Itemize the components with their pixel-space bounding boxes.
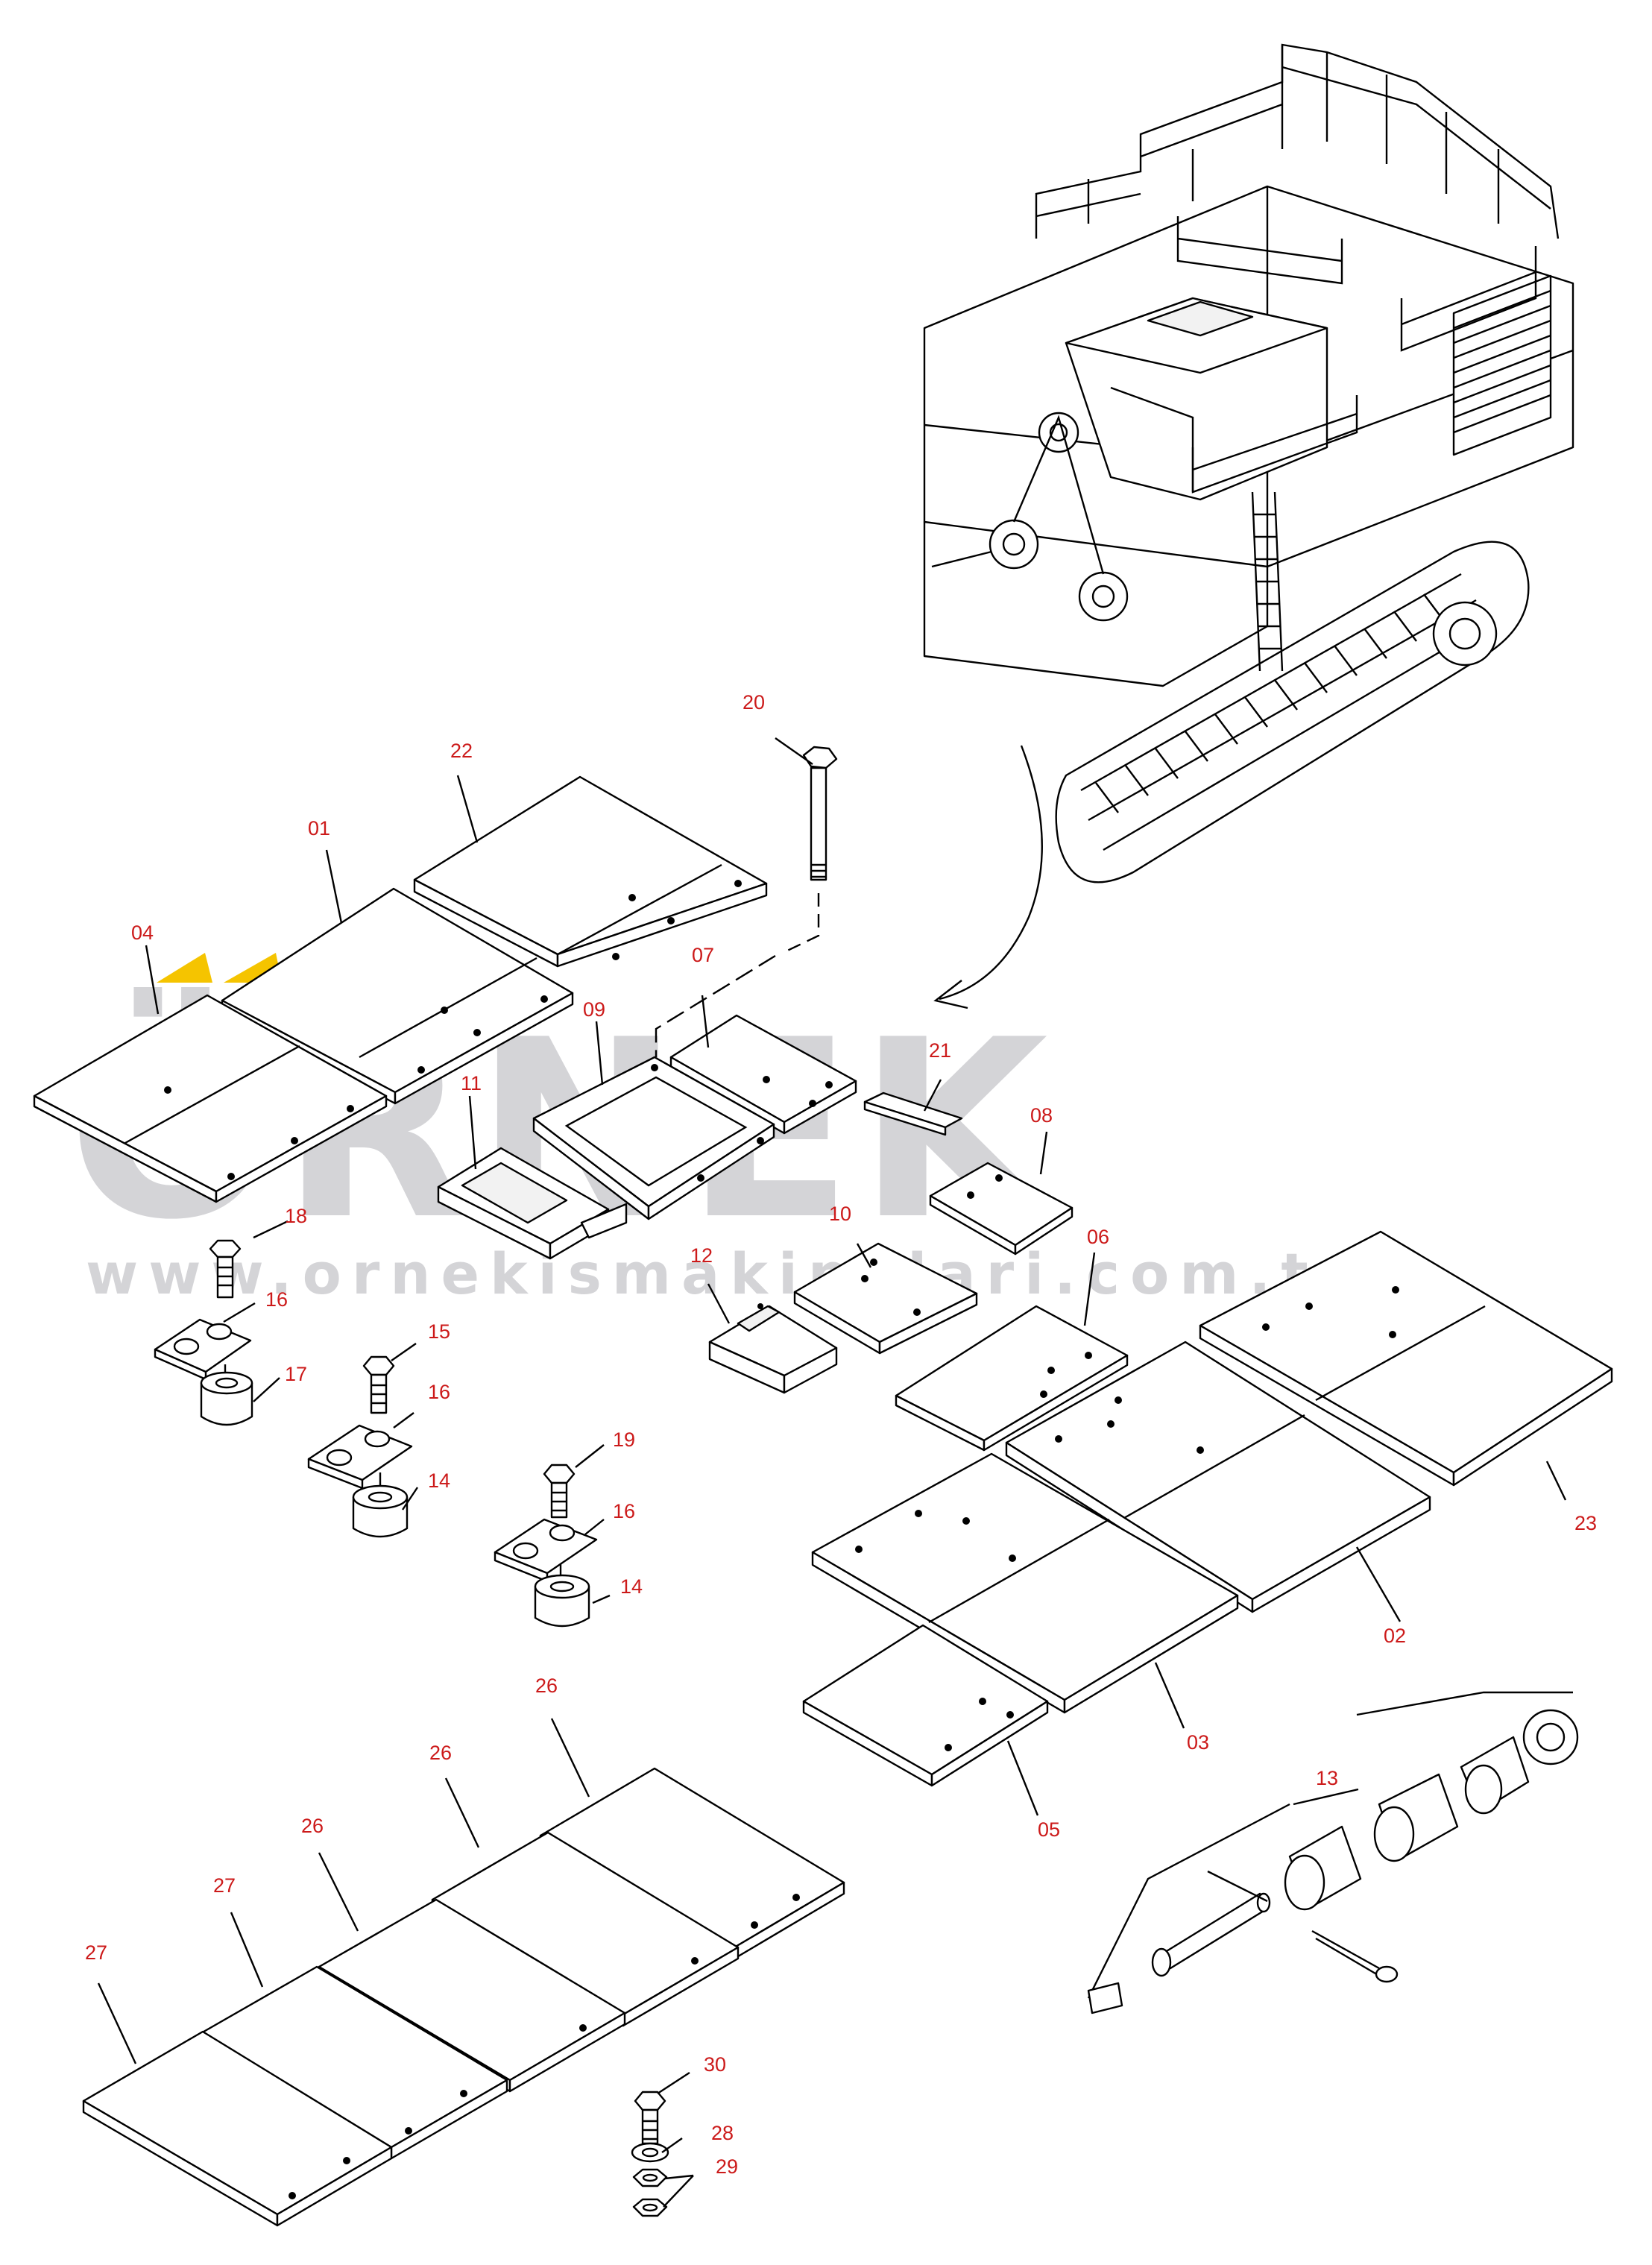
bolt-20: [655, 746, 838, 1057]
hardware-18-16-17: [154, 1239, 253, 1426]
plate-23: [1199, 1230, 1613, 1487]
excavator-illustration: [923, 43, 1574, 883]
callout-01: 01: [308, 817, 330, 839]
handrails: [1035, 43, 1560, 494]
callout-labels: 01 02 03 04 05 06 07 08 09 10 11 12 13 1…: [85, 691, 1597, 2178]
callout-07: 07: [692, 944, 714, 966]
callout-26a: 26: [535, 1675, 558, 1697]
plate-02: [1005, 1341, 1431, 1613]
plate-05: [802, 1624, 1049, 1787]
callout-19: 19: [613, 1428, 635, 1451]
cotter-pin: [1311, 1929, 1380, 1977]
leader-13: [1087, 1803, 1290, 1999]
callout-22: 22: [450, 740, 473, 762]
strip-21: [863, 1091, 963, 1136]
callout-18: 18: [285, 1205, 307, 1227]
plate-22: [413, 775, 768, 968]
callout-27a: 27: [213, 1874, 236, 1897]
watermark-accent-left: [157, 953, 212, 983]
bracket-12: [708, 1303, 838, 1394]
plate-08: [929, 1162, 1074, 1256]
callout-14a: 14: [428, 1469, 450, 1492]
plate-27-b: [82, 2030, 393, 2227]
plates-lower: [82, 1767, 845, 2227]
callout-23: 23: [1574, 1512, 1597, 1534]
callout-30: 30: [704, 2053, 726, 2076]
leader-lines: [97, 737, 1567, 2208]
hardware-15-16-14: [307, 1355, 413, 1538]
callout-06: 06: [1087, 1226, 1109, 1248]
watermark-url: www.ornekismakinalari.com.tr: [86, 1241, 1357, 1307]
boom-foot: [931, 412, 1129, 622]
plates-upper-left: [33, 775, 857, 1260]
plates-right: [802, 1230, 1613, 1787]
callout-26c: 26: [301, 1815, 324, 1837]
grease-nipple: [1087, 1982, 1123, 2014]
hardware-30-28-29: [631, 2091, 669, 2217]
callout-26b: 26: [429, 1742, 452, 1764]
long-pin: [1161, 1892, 1269, 1970]
callout-05: 05: [1038, 1818, 1060, 1841]
callout-29: 29: [716, 2155, 738, 2178]
callout-10: 10: [829, 1203, 851, 1225]
callout-13: 13: [1316, 1767, 1338, 1789]
callout-21: 21: [929, 1039, 951, 1062]
bracket-11: [437, 1147, 628, 1260]
plate-04: [33, 994, 388, 1203]
callout-20: 20: [743, 691, 765, 713]
callout-16c: 16: [613, 1500, 635, 1522]
callout-16a: 16: [265, 1288, 288, 1311]
callout-15: 15: [428, 1320, 450, 1343]
callout-08: 08: [1030, 1104, 1053, 1127]
bracket-09: [532, 1056, 775, 1220]
callout-09: 09: [583, 998, 605, 1021]
plate-06: [895, 1305, 1129, 1452]
hardware-19-16-14: [494, 1464, 598, 1628]
access-ladder: [1251, 491, 1284, 672]
callout-11: 11: [461, 1072, 482, 1094]
callout-17: 17: [285, 1363, 307, 1385]
detail-pointer-arrow: [939, 745, 1043, 1001]
callout-04: 04: [131, 922, 154, 944]
track-pads: [1095, 593, 1447, 813]
callout-14b: 14: [620, 1575, 643, 1598]
callout-03: 03: [1187, 1731, 1209, 1754]
callout-27b: 27: [85, 1941, 107, 1964]
callout-28: 28: [711, 2122, 734, 2144]
callout-12: 12: [690, 1244, 713, 1267]
callout-16b: 16: [428, 1381, 450, 1403]
pin-roller-assembly: [1087, 1691, 1579, 2014]
bracket-10: [793, 1242, 978, 1355]
callout-02: 02: [1384, 1625, 1406, 1647]
